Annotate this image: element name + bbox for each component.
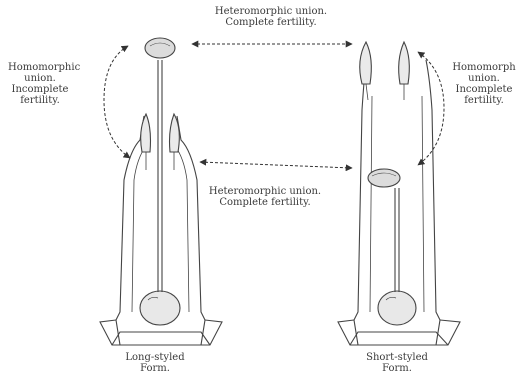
right-union-label: Homomorph union. Incomplete fertility. — [452, 62, 516, 106]
top-union-line1: Heteromorphic union. — [196, 6, 346, 17]
left-union-label: Homomorphic union. Incomplete fertility. — [8, 62, 72, 106]
right-style — [395, 188, 399, 292]
left-union-line2: union. — [8, 73, 72, 84]
left-form-line1: Long-styled — [110, 352, 200, 363]
right-anther-a — [360, 42, 372, 84]
left-homomorphic-arrow — [104, 46, 130, 158]
right-anther-b — [399, 42, 410, 84]
left-union-line1: Homomorphic — [8, 62, 72, 73]
left-ovary — [140, 291, 180, 325]
top-union-label: Heteromorphic union. Complete fertility. — [196, 6, 346, 28]
middle-union-label: Heteromorphic union. Complete fertility. — [190, 186, 340, 208]
left-union-line3: Incomplete — [8, 84, 72, 95]
right-union-line3: Incomplete — [452, 84, 516, 95]
left-union-line4: fertility. — [8, 95, 72, 106]
right-ovary — [378, 291, 416, 325]
right-form-line1: Short-styled — [352, 352, 442, 363]
top-union-line2: Complete fertility. — [196, 17, 346, 28]
left-anther-a — [141, 114, 151, 152]
right-form-line2: Form. — [352, 363, 442, 374]
short-styled-flower — [338, 42, 460, 345]
right-union-line4: fertility. — [452, 95, 516, 106]
middle-union-line2: Complete fertility. — [190, 197, 340, 208]
middle-heteromorphic-arrow — [200, 162, 352, 168]
right-union-line2: union. — [452, 73, 516, 84]
left-style — [158, 60, 162, 292]
union-arrows — [104, 44, 444, 168]
left-tube-inner — [132, 146, 189, 312]
left-form-line2: Form. — [110, 363, 200, 374]
right-tube-inner — [370, 96, 424, 312]
right-union-line1: Homomorph — [452, 62, 516, 73]
middle-union-line1: Heteromorphic union. — [190, 186, 340, 197]
long-styled-form-label: Long-styled Form. — [110, 352, 200, 374]
right-stigma — [368, 169, 400, 187]
left-stigma — [145, 38, 175, 58]
short-styled-form-label: Short-styled Form. — [352, 352, 442, 374]
